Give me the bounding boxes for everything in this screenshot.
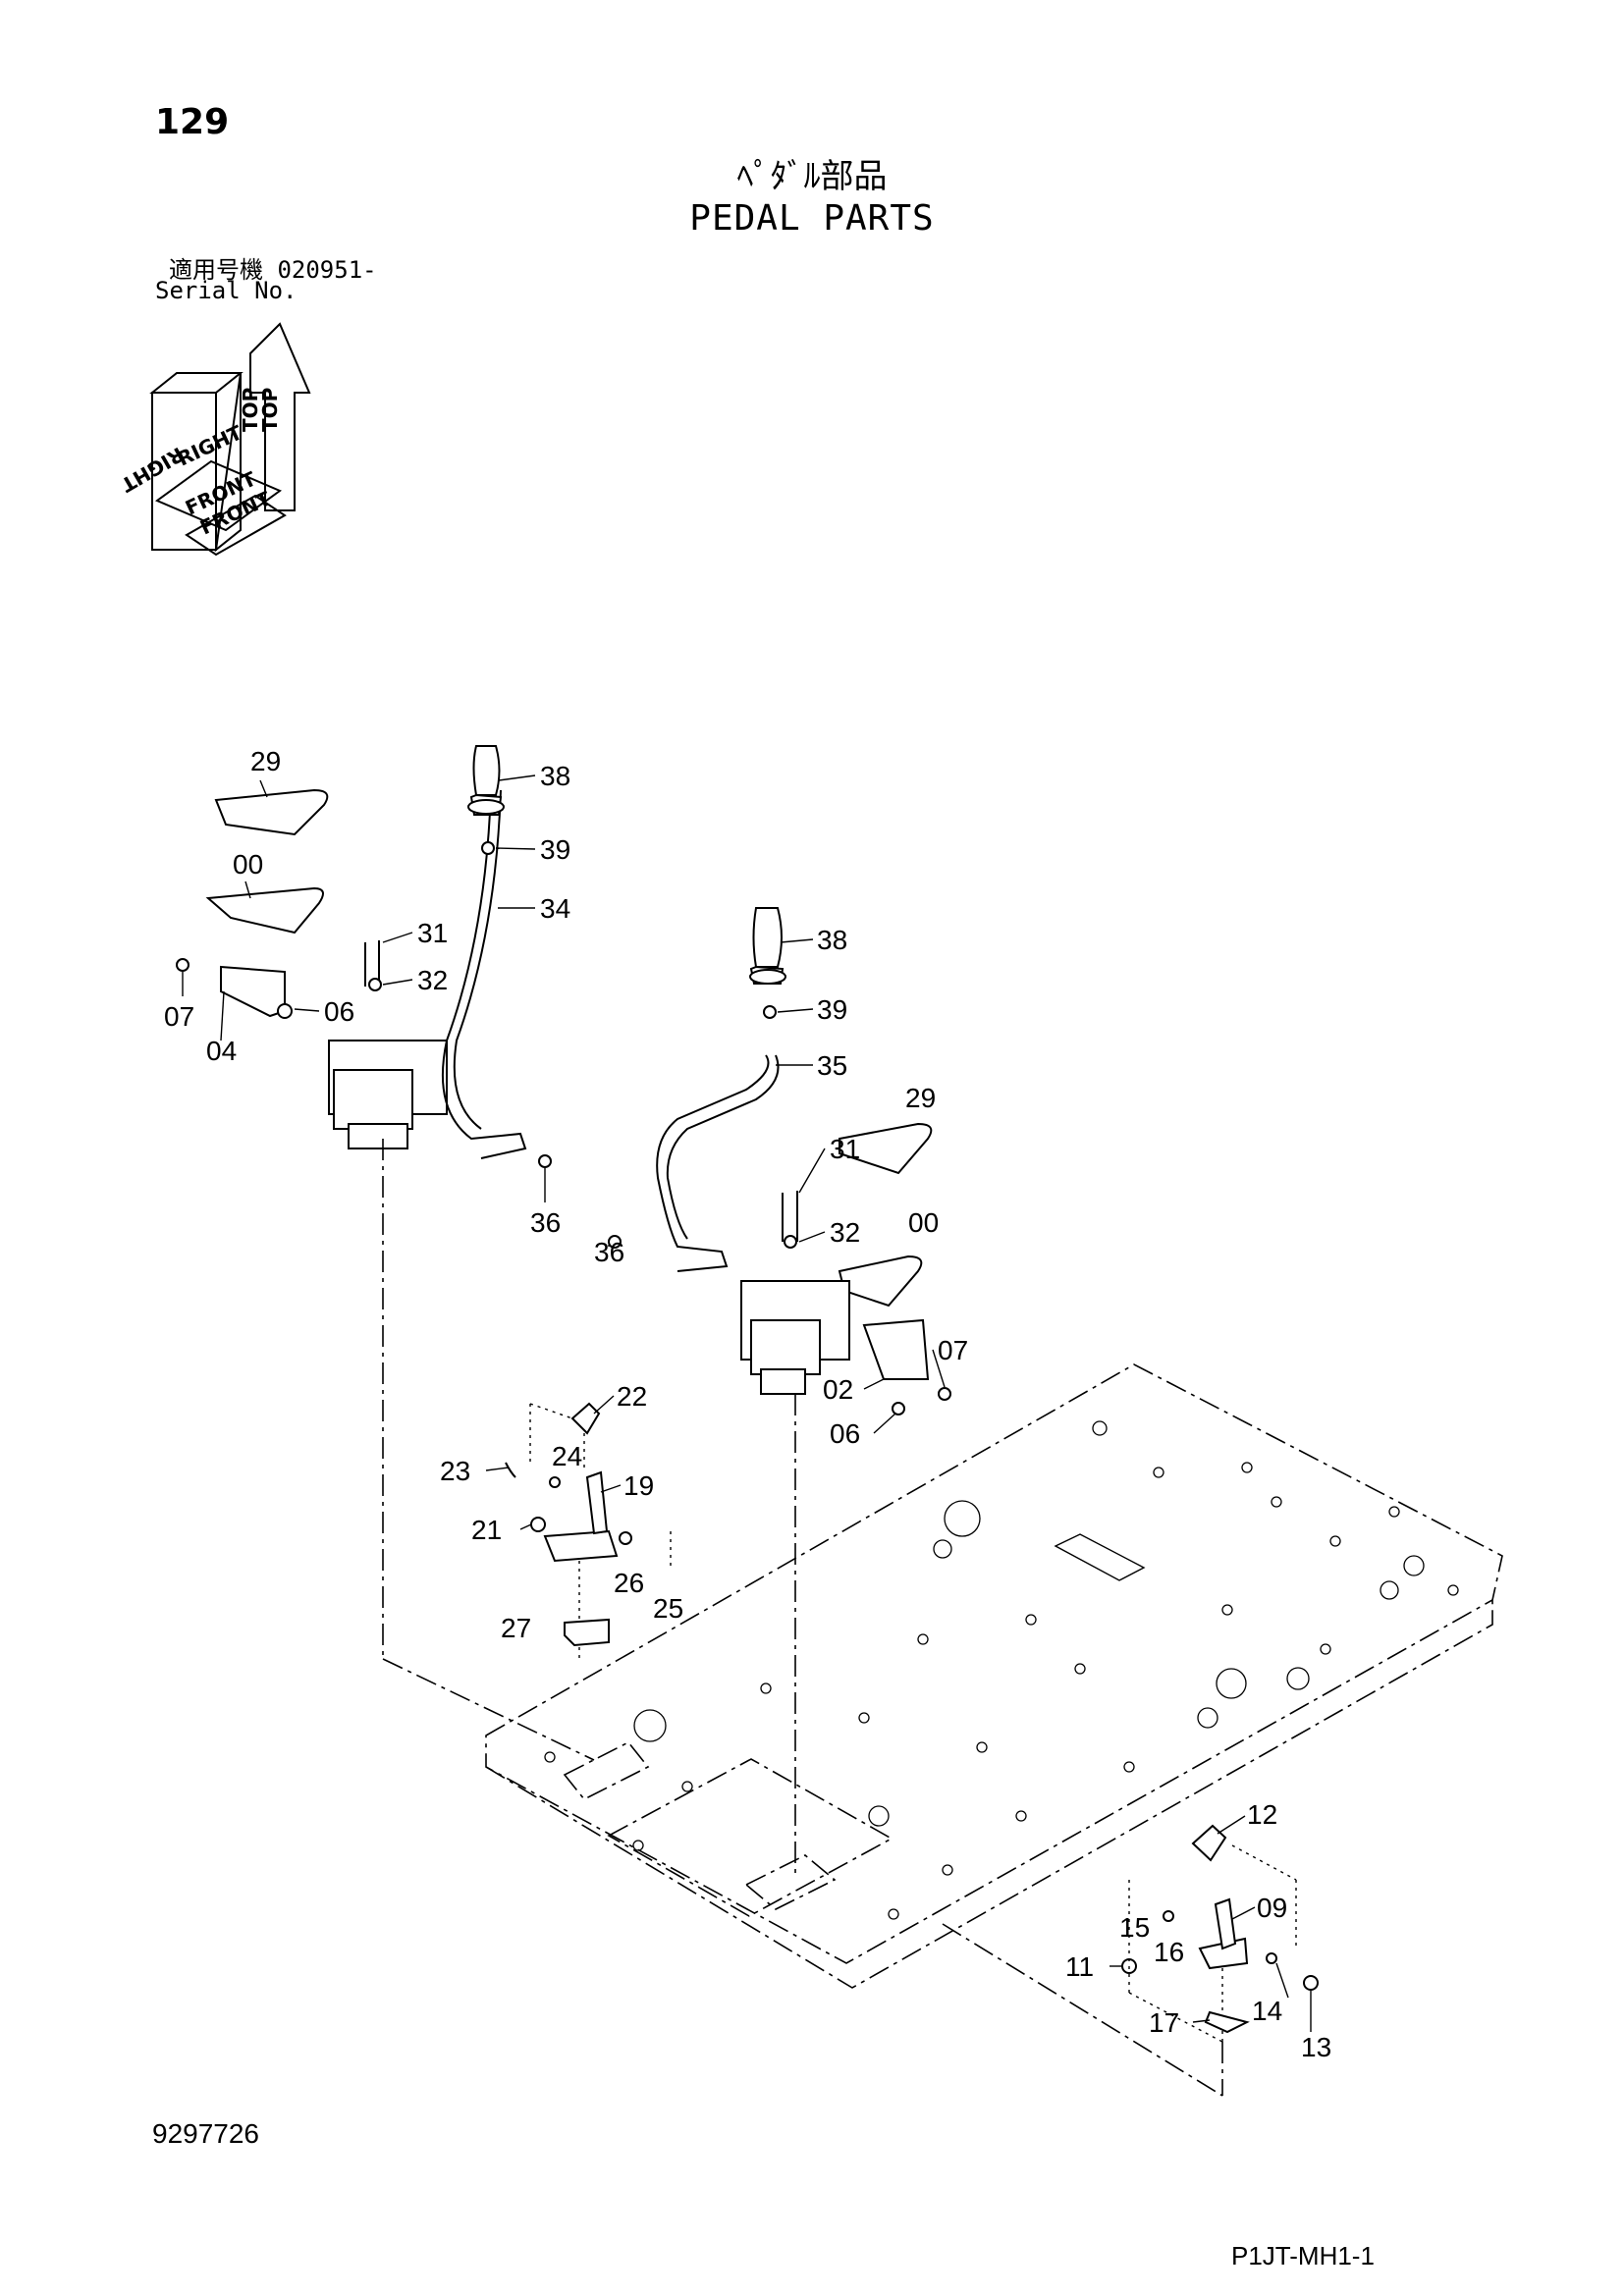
callout-00: 00: [233, 849, 263, 880]
bracket-02: [862, 1318, 930, 1380]
callout-19: 19: [623, 1470, 654, 1501]
callout-38: 38: [540, 761, 570, 791]
callout-38-right: 38: [817, 925, 847, 955]
callout-36-right: 36: [594, 1237, 624, 1267]
callout-34: 34: [540, 893, 570, 924]
bracket-04: [220, 965, 286, 1018]
callout-06-right: 06: [830, 1418, 860, 1449]
bracket-19: [543, 1529, 619, 1563]
callout-06: 06: [324, 996, 354, 1027]
callout-13: 13: [1301, 2032, 1331, 2062]
callout-32-right: 32: [830, 1217, 860, 1248]
floor-plate: [485, 1363, 1503, 1989]
callout-31-right: 31: [830, 1134, 860, 1164]
callout-26: 26: [614, 1568, 644, 1598]
pedal-00-right: [838, 1255, 923, 1308]
pedal-00-left: [205, 886, 324, 934]
callout-02: 02: [823, 1374, 853, 1405]
document-number: 9297726: [152, 2118, 260, 2149]
callout-12: 12: [1247, 1799, 1277, 1830]
page-title: PEDAL PARTS: [689, 198, 935, 239]
travel-lock-parts: [942, 1824, 1319, 2097]
pedal-pad-29-right: [839, 1122, 933, 1175]
callout-36: 36: [530, 1207, 561, 1238]
page-title-japanese: ﾍﾟﾀﾞﾙ部品: [736, 157, 888, 196]
callout-15: 15: [1119, 1912, 1150, 1943]
callout-29: 29: [250, 746, 281, 776]
callout-04: 04: [206, 1036, 237, 1066]
plate-17: [1204, 2010, 1250, 2034]
orient-top-label: TOP: [258, 388, 282, 432]
pedal-lock-parts: [505, 1402, 672, 1659]
callout-39: 39: [540, 834, 570, 865]
callout-27: 27: [501, 1613, 531, 1643]
leader-lines: [182, 774, 1312, 2032]
callout-14: 14: [1252, 1996, 1282, 2026]
callout-23: 23: [440, 1456, 470, 1486]
callout-29-right: 29: [905, 1083, 936, 1113]
pedal-pad-29-left: [214, 788, 329, 836]
callout-31: 31: [417, 918, 448, 948]
callout-24: 24: [552, 1441, 582, 1471]
callout-labels: 29 00 07 04 06 31 32 38 39 34 36 38 39 3…: [164, 746, 1331, 2062]
callout-09: 09: [1257, 1893, 1287, 1923]
callout-35: 35: [817, 1050, 847, 1081]
callout-21: 21: [471, 1515, 502, 1545]
nut-39-left: [481, 841, 495, 855]
right-pedal-assembly: [608, 907, 951, 1875]
nut-39-right: [763, 1005, 777, 1019]
plate-27: [564, 1618, 610, 1647]
callout-32: 32: [417, 965, 448, 995]
orientation-indicator: TOP TOP RIGHT RIGHT FRONT FRONT: [117, 322, 311, 557]
callout-07: 07: [164, 1001, 194, 1032]
grip-38-left: [467, 799, 505, 815]
lever-35: [656, 1054, 770, 1272]
lever-34: [441, 789, 527, 1159]
callout-16: 16: [1154, 1937, 1184, 1967]
orient-top-label-2: TOP: [239, 388, 262, 432]
callout-11: 11: [1065, 1951, 1094, 1982]
serial-label-japanese: 適用号機 020951-: [169, 256, 377, 284]
callout-39-right: 39: [817, 994, 847, 1025]
callout-07-right: 07: [938, 1335, 968, 1365]
callout-00-right: 00: [908, 1207, 939, 1238]
left-pedal-assembly: [176, 745, 595, 1761]
page-number: 129: [155, 102, 230, 142]
callout-17: 17: [1149, 2007, 1179, 2038]
grip-38-right: [749, 969, 786, 985]
serial-label: Serial No.: [155, 277, 298, 304]
callout-22: 22: [617, 1381, 647, 1412]
callout-25: 25: [653, 1593, 683, 1624]
page-code: P1JT-MH1-1: [1231, 2241, 1375, 2270]
